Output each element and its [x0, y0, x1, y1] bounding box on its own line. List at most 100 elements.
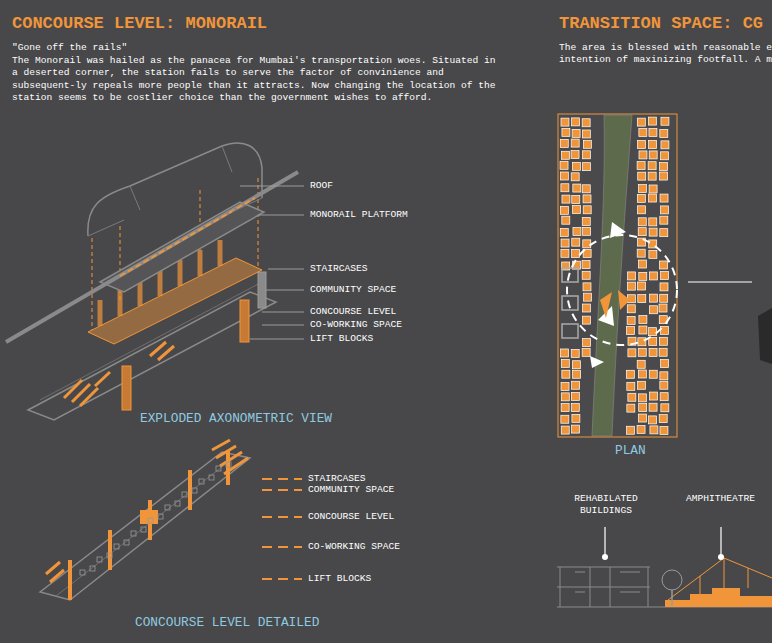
house	[649, 151, 657, 159]
house	[639, 151, 647, 159]
part-label: LIFT BLOCKS	[308, 573, 371, 585]
house	[660, 172, 668, 180]
house	[639, 414, 647, 422]
house	[562, 195, 570, 203]
house	[638, 206, 646, 214]
house	[561, 184, 569, 192]
house	[627, 305, 635, 313]
house	[648, 172, 656, 180]
leader-dot	[718, 554, 724, 560]
house	[583, 283, 591, 291]
desk	[182, 492, 187, 497]
house	[650, 392, 658, 400]
house	[560, 161, 568, 169]
body-text: The area is blessed with reasonable e	[559, 42, 772, 54]
house	[649, 185, 657, 193]
house	[638, 282, 646, 290]
lift-block	[122, 366, 131, 410]
house	[638, 338, 646, 346]
tree	[671, 590, 673, 606]
house	[637, 381, 645, 389]
stair-symbol	[46, 440, 248, 582]
section-heading: TRANSITION SPACE: CG	[559, 13, 763, 34]
roof	[88, 146, 262, 236]
heading: CONCOURSE LEVEL: MONORAIL	[12, 13, 267, 34]
lift-block	[240, 300, 249, 342]
house	[660, 261, 668, 269]
house	[582, 304, 590, 312]
house	[560, 228, 568, 236]
concourse-frame	[56, 456, 236, 596]
house	[571, 173, 579, 181]
desk	[165, 505, 170, 510]
callout-label: REHABILATED BUILDINGS	[560, 493, 652, 517]
house	[561, 426, 569, 434]
house	[649, 128, 657, 136]
house	[637, 360, 645, 368]
house	[637, 194, 645, 202]
house	[571, 151, 579, 159]
house	[572, 361, 580, 369]
house	[659, 415, 667, 423]
desk	[148, 518, 153, 523]
house	[660, 194, 668, 202]
house	[660, 163, 668, 171]
intervention	[600, 290, 630, 318]
building-section	[557, 567, 772, 607]
house	[583, 140, 591, 148]
house	[582, 130, 590, 138]
house	[661, 272, 669, 280]
desk	[107, 553, 112, 558]
house	[562, 370, 570, 378]
part-label: COMMUNITY SPACE	[310, 284, 396, 296]
desk	[131, 531, 136, 536]
house	[639, 128, 647, 136]
desk	[199, 479, 204, 484]
house	[660, 426, 668, 434]
house	[649, 348, 657, 356]
part-label: COMMUNITY SPACE	[308, 484, 394, 496]
view-caption: PLAN	[615, 443, 646, 459]
house	[561, 415, 569, 423]
part-label: CONCOURSE LEVEL	[308, 511, 394, 523]
house	[660, 206, 668, 214]
house	[582, 271, 590, 279]
house	[659, 304, 667, 312]
desk	[209, 475, 214, 480]
house	[649, 328, 657, 336]
house	[649, 416, 657, 424]
house	[560, 206, 568, 214]
house	[661, 152, 669, 160]
view-caption: EXPLODED AXONOMETRIC VIEW	[140, 411, 332, 427]
house	[660, 283, 668, 291]
house	[660, 216, 668, 224]
house	[572, 196, 580, 204]
house	[560, 172, 568, 180]
house	[572, 381, 580, 389]
house	[627, 404, 635, 412]
desk	[90, 566, 95, 571]
house	[639, 272, 647, 280]
house	[660, 381, 668, 389]
house	[571, 349, 579, 357]
house	[571, 392, 579, 400]
house	[561, 404, 569, 412]
house	[561, 383, 569, 391]
leader-line	[262, 479, 302, 579]
house-group	[560, 117, 669, 434]
canopy	[668, 558, 772, 600]
house	[639, 404, 647, 412]
house	[626, 370, 634, 378]
house	[573, 370, 581, 378]
house	[571, 404, 579, 412]
house	[638, 370, 646, 378]
house	[649, 194, 657, 202]
house	[660, 229, 668, 237]
part-label: CO-WORKING SPACE	[308, 541, 400, 553]
house	[562, 128, 570, 136]
house	[637, 162, 645, 170]
desk	[192, 488, 197, 493]
house	[561, 249, 569, 257]
house	[661, 117, 669, 125]
house	[638, 348, 646, 356]
